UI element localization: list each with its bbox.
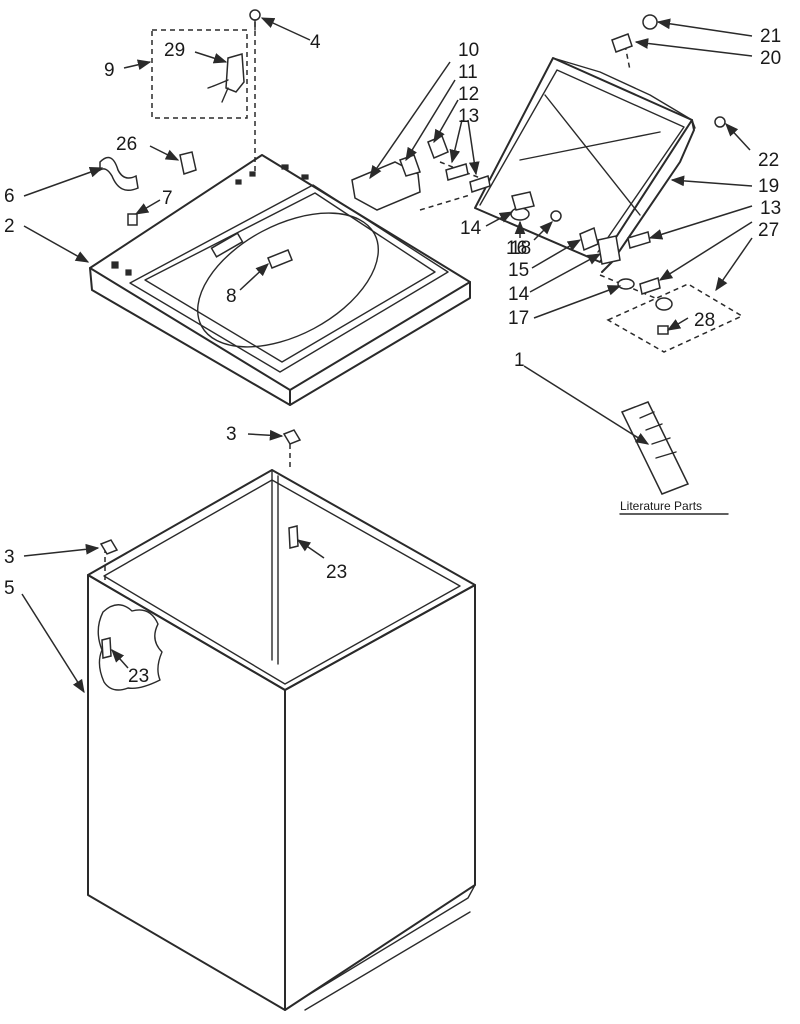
callout-29: 29 bbox=[164, 40, 185, 61]
callout-19: 19 bbox=[758, 176, 779, 197]
callout-20: 20 bbox=[760, 48, 781, 69]
callout-13a: 13 bbox=[458, 106, 479, 127]
callout-17: 17 bbox=[508, 308, 529, 329]
callout-26: 26 bbox=[116, 134, 137, 155]
pads-3 bbox=[99, 429, 302, 555]
part-27-28-group bbox=[606, 283, 744, 353]
callout-23b: 23 bbox=[128, 666, 149, 687]
nut-7 bbox=[127, 213, 138, 226]
literature-booklet bbox=[620, 401, 690, 495]
callout-14b: 14 bbox=[508, 284, 530, 305]
screw-8 bbox=[267, 249, 293, 269]
leader-arrows bbox=[21, 17, 753, 694]
washer-top bbox=[89, 154, 471, 406]
callout-3b: 3 bbox=[4, 547, 15, 568]
clip-6 bbox=[99, 156, 139, 191]
callout-27: 27 bbox=[758, 220, 779, 241]
callout-12: 12 bbox=[458, 84, 479, 105]
callout-13b: 13 bbox=[760, 198, 781, 219]
callout-21: 21 bbox=[760, 26, 781, 47]
callout-6: 6 bbox=[4, 186, 15, 207]
bumpers-20-21-22 bbox=[611, 14, 726, 128]
callout-16: 16 bbox=[506, 238, 527, 259]
callout-14a: 14 bbox=[460, 218, 482, 239]
callout-4: 4 bbox=[310, 32, 321, 53]
callout-3a: 3 bbox=[226, 424, 237, 445]
callout-22: 22 bbox=[758, 150, 779, 171]
bracket-26 bbox=[179, 151, 197, 175]
switch-10-11-12 bbox=[351, 135, 449, 211]
hinge-parts-14-18 bbox=[510, 191, 635, 290]
screw-4 bbox=[249, 9, 261, 31]
callout-9: 9 bbox=[104, 60, 115, 81]
washer-lid bbox=[474, 57, 696, 273]
cabinet bbox=[87, 469, 476, 1011]
literature-parts-label: Literature Parts bbox=[620, 499, 702, 513]
callout-28: 28 bbox=[694, 310, 715, 331]
screws-13 bbox=[445, 163, 661, 295]
callout-10: 10 bbox=[458, 40, 479, 61]
callout-1: 1 bbox=[514, 350, 525, 371]
callout-8: 8 bbox=[226, 286, 237, 307]
assembly-lines bbox=[104, 22, 661, 580]
callout-7: 7 bbox=[162, 188, 173, 209]
callout-15: 15 bbox=[508, 260, 529, 281]
screws-23 bbox=[101, 525, 299, 659]
callout-5: 5 bbox=[4, 578, 15, 599]
callout-18: 18 bbox=[510, 238, 531, 259]
part-29-group bbox=[151, 29, 248, 119]
callout-11: 11 bbox=[458, 62, 478, 83]
callout-2: 2 bbox=[4, 216, 15, 237]
callout-labels: 1 2 3 3 4 5 6 7 8 9 10 11 12 13 13 14 14… bbox=[4, 26, 781, 687]
callout-23a: 23 bbox=[326, 562, 347, 583]
cabinet-cutaway bbox=[97, 604, 163, 691]
